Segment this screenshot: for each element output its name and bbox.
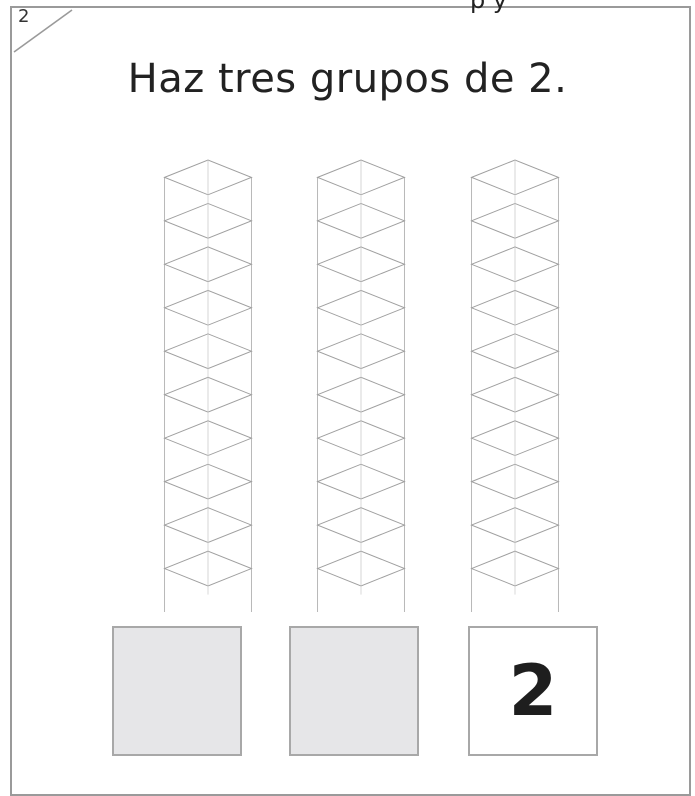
cube-top-face bbox=[472, 464, 559, 499]
answer-box-1[interactable] bbox=[112, 626, 242, 756]
cube-top-face bbox=[165, 508, 252, 543]
cube-top-face bbox=[165, 203, 252, 238]
cube-top-face bbox=[165, 334, 252, 369]
cube-top-face bbox=[165, 160, 252, 195]
cube-top-face bbox=[165, 551, 252, 586]
cube-top-face bbox=[165, 290, 252, 325]
cropped-header-text: p y bbox=[470, 0, 507, 14]
cube-top-face bbox=[472, 247, 559, 282]
answer-box-2[interactable] bbox=[289, 626, 419, 756]
cube-top-face bbox=[318, 203, 405, 238]
cube-top-face bbox=[165, 377, 252, 412]
cube-top-face bbox=[318, 334, 405, 369]
cube-top-face bbox=[165, 421, 252, 456]
answer-box-3[interactable]: 2 bbox=[468, 626, 598, 756]
cube-top-face bbox=[165, 464, 252, 499]
cube-top-face bbox=[318, 464, 405, 499]
cube-top-face bbox=[472, 377, 559, 412]
cube-top-face bbox=[318, 247, 405, 282]
cube-top-face bbox=[318, 160, 405, 195]
cube-stick-2 bbox=[311, 160, 411, 612]
cube-stick-3 bbox=[465, 160, 565, 612]
cube-top-face bbox=[472, 508, 559, 543]
cube-top-face bbox=[472, 334, 559, 369]
cube-top-face bbox=[318, 290, 405, 325]
cube-top-face bbox=[165, 247, 252, 282]
cube-top-face bbox=[472, 290, 559, 325]
cube-top-face bbox=[318, 377, 405, 412]
cube-top-face bbox=[472, 160, 559, 195]
cube-stick-1 bbox=[158, 160, 258, 612]
answer-box-value: 2 bbox=[470, 650, 596, 732]
cube-top-face bbox=[318, 508, 405, 543]
page-number: 2 bbox=[18, 6, 29, 27]
cube-top-face bbox=[318, 551, 405, 586]
cube-top-face bbox=[472, 421, 559, 456]
cube-top-face bbox=[472, 551, 559, 586]
cube-top-face bbox=[318, 421, 405, 456]
cube-top-face bbox=[472, 203, 559, 238]
instruction-title: Haz tres grupos de 2. bbox=[0, 56, 695, 102]
